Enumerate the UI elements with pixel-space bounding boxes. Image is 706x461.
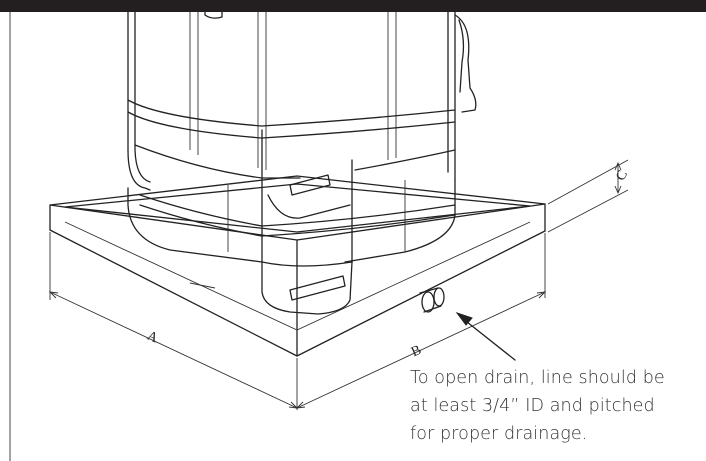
dimension-c (547, 159, 629, 233)
drain-note-line-1: To open drain, line should be (410, 368, 665, 388)
callout-arrow (455, 312, 516, 361)
dimension-a (48, 232, 299, 410)
drain-note-line-3: for proper drainage. (410, 424, 588, 444)
water-heater-unit (127, 11, 477, 315)
drain-note: To open drain, line should be at least 3… (410, 364, 706, 448)
drain-pan (49, 175, 546, 357)
dimension-b (295, 233, 547, 409)
top-band (0, 0, 706, 12)
drain-note-line-2: at least 3/4” ID and pitched (410, 396, 655, 416)
drain-fitting (419, 287, 445, 313)
